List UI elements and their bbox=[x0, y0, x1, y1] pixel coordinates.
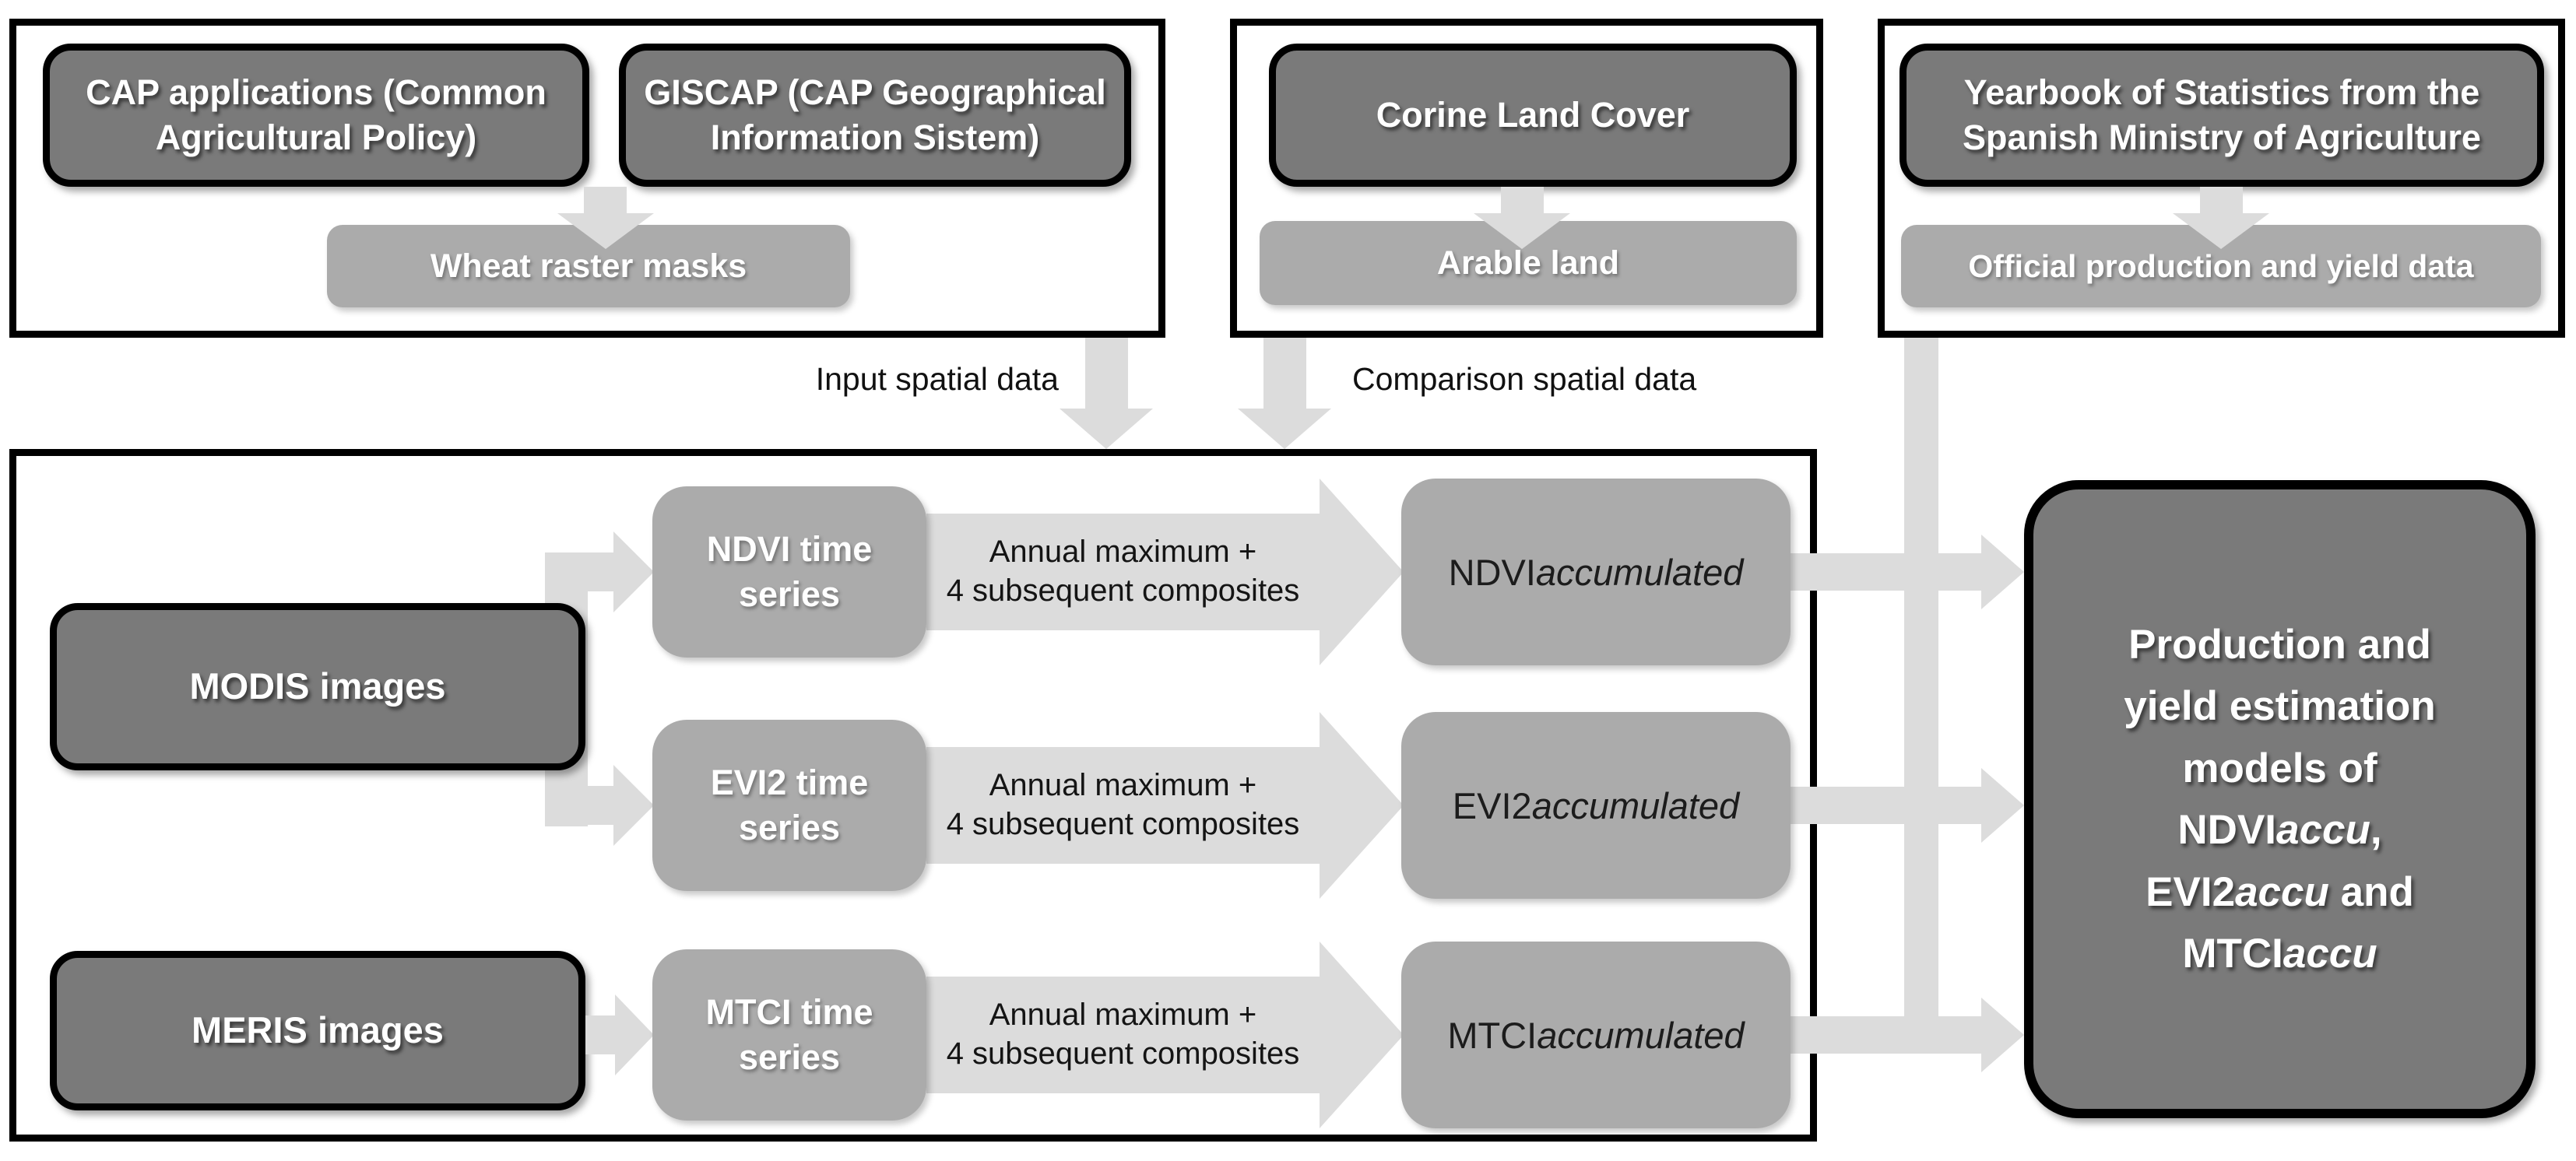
evi2-process-line2: 4 subsequent composites bbox=[946, 807, 1300, 841]
mtci-accumulated-box: MTCIaccumulated bbox=[1401, 942, 1791, 1128]
arrow-to-official-data-shaft bbox=[2200, 187, 2243, 213]
evi2-ts-line2: series bbox=[738, 808, 841, 847]
modis-to-evi2-arrow-shaft bbox=[545, 786, 615, 825]
comparison-spatial-arrow-head bbox=[1238, 409, 1331, 451]
corine-land-cover-label: Corine Land Cover bbox=[1376, 95, 1690, 135]
ndvi-accumulated-box: NDVIaccumulated bbox=[1401, 479, 1791, 665]
cap-applications-box: CAP applications (Common Agricultural Po… bbox=[43, 44, 589, 187]
input-spatial-arrow-shaft bbox=[1085, 338, 1128, 410]
evi2-to-models-arrow-head bbox=[1981, 768, 2026, 843]
official-data-to-models-connector bbox=[1904, 338, 1938, 1054]
evi2-time-series-box: EVI2 time series bbox=[652, 720, 926, 891]
giscap-line1: GISCAP (CAP Geographical bbox=[644, 72, 1106, 113]
yearbook-line1: Yearbook of Statistics from the bbox=[1963, 72, 2480, 113]
mtci-process-arrow-head bbox=[1320, 942, 1406, 1128]
mtci-process-line2: 4 subsequent composites bbox=[946, 1036, 1300, 1071]
wheat-raster-masks-label: Wheat raster masks bbox=[430, 247, 747, 285]
models-line-5: EVI2accu and bbox=[2145, 868, 2414, 915]
yearbook-box: Yearbook of Statistics from the Spanish … bbox=[1899, 44, 2544, 187]
meris-to-mtci-arrow-head bbox=[615, 994, 656, 1075]
arrow-to-wheat-masks-shaft bbox=[584, 187, 627, 213]
giscap-line2: Information Sistem) bbox=[710, 118, 1040, 157]
ndvi-to-models-arrow-shaft bbox=[1791, 553, 1981, 591]
evi2-accumulated-label: EVI2accumulated bbox=[1452, 784, 1740, 826]
cap-applications-line2: Agricultural Policy) bbox=[155, 118, 477, 157]
giscap-box: GISCAP (CAP Geographical Information Sis… bbox=[619, 44, 1131, 187]
mtci-to-models-arrow-head bbox=[1981, 998, 2026, 1072]
meris-images-label: MERIS images bbox=[192, 1009, 444, 1051]
arrow-to-arable-land-shaft bbox=[1501, 187, 1544, 213]
arable-land-label: Arable land bbox=[1436, 244, 1620, 282]
ndvi-ts-line1: NDVI time bbox=[706, 528, 873, 569]
meris-images-box: MERIS images bbox=[50, 951, 585, 1110]
ndvi-process-arrow-shaft: Annual maximum + 4 subsequent composites bbox=[926, 514, 1320, 630]
ndvi-process-arrow-head bbox=[1320, 479, 1406, 665]
models-line-6: MTCIaccu bbox=[2182, 931, 2377, 977]
models-line-1: Production and bbox=[2128, 621, 2431, 668]
models-line-4: NDVIaccu, bbox=[2177, 807, 2382, 853]
mtci-time-series-box: MTCI time series bbox=[652, 949, 926, 1121]
official-production-label: Official production and yield data bbox=[1968, 247, 2474, 284]
modis-to-ndvi-arrow-head bbox=[613, 531, 656, 612]
wheat-raster-masks-box: Wheat raster masks bbox=[327, 225, 850, 307]
production-yield-models-box: Production and yield estimation models o… bbox=[2024, 480, 2536, 1118]
modis-images-box: MODIS images bbox=[50, 603, 585, 770]
input-spatial-data-label: Input spatial data bbox=[815, 361, 1059, 397]
evi2-process-line1: Annual maximum + bbox=[989, 768, 1257, 803]
input-spatial-arrow-head bbox=[1060, 409, 1153, 451]
cap-applications-line1: CAP applications (Common bbox=[86, 72, 546, 113]
evi2-to-models-arrow-shaft bbox=[1791, 787, 1981, 824]
mtci-process-arrow-shaft: Annual maximum + 4 subsequent composites bbox=[926, 977, 1320, 1093]
evi2-ts-line1: EVI2 time bbox=[710, 762, 869, 802]
arrow-to-wheat-masks-head bbox=[557, 213, 654, 251]
ndvi-process-line1: Annual maximum + bbox=[989, 535, 1257, 570]
ndvi-accumulated-label: NDVIaccumulated bbox=[1448, 551, 1744, 593]
mtci-ts-line1: MTCI time bbox=[705, 991, 873, 1032]
mtci-accumulated-label: MTCIaccumulated bbox=[1447, 1014, 1745, 1056]
mtci-to-models-arrow-shaft bbox=[1791, 1016, 1981, 1054]
yearbook-line2: Spanish Ministry of Agriculture bbox=[1963, 118, 2481, 157]
arrow-to-official-data-head bbox=[2173, 213, 2269, 251]
evi2-process-arrow-head bbox=[1320, 712, 1406, 899]
comparison-spatial-data-label: Comparison spatial data bbox=[1352, 361, 1697, 397]
mtci-ts-line2: series bbox=[738, 1037, 841, 1077]
ndvi-time-series-box: NDVI time series bbox=[652, 486, 926, 658]
arrow-to-arable-land-head bbox=[1474, 213, 1570, 251]
ndvi-ts-line2: series bbox=[738, 574, 841, 614]
corine-land-cover-box: Corine Land Cover bbox=[1269, 44, 1797, 187]
comparison-spatial-arrow-shaft bbox=[1263, 338, 1306, 410]
ndvi-to-models-arrow-head bbox=[1981, 535, 2026, 609]
models-line-2: yield estimation bbox=[2124, 683, 2436, 729]
modis-to-ndvi-arrow-shaft bbox=[545, 552, 615, 591]
evi2-accumulated-box: EVI2accumulated bbox=[1401, 712, 1791, 899]
evi2-process-arrow-shaft: Annual maximum + 4 subsequent composites bbox=[926, 747, 1320, 864]
modis-images-label: MODIS images bbox=[189, 665, 446, 707]
meris-to-mtci-arrow-shaft bbox=[585, 1015, 617, 1054]
models-line-3: models of bbox=[2182, 745, 2377, 791]
mtci-process-line1: Annual maximum + bbox=[989, 998, 1257, 1033]
modis-to-evi2-arrow-head bbox=[613, 765, 656, 846]
ndvi-process-line2: 4 subsequent composites bbox=[946, 573, 1300, 608]
